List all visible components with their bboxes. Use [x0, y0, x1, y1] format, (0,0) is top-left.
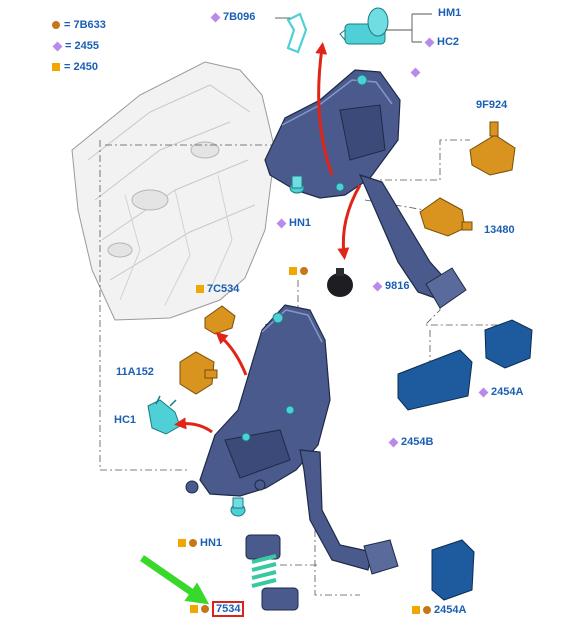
callout-label: 7C534: [207, 283, 240, 295]
purple-diamond-icon: [424, 37, 435, 48]
highlighted-part-number: 7534: [212, 601, 245, 617]
callout-13480[interactable]: 13480: [484, 224, 515, 237]
diamond-marker-upper-pedal: [410, 66, 423, 79]
yellow-square-icon: [52, 63, 60, 72]
orange-dot-icon: [201, 605, 209, 614]
legend-eq: =: [64, 61, 71, 73]
pedal-switch-upper: [469, 121, 516, 176]
callout-label: HM1: [438, 7, 462, 19]
callout-label: 2454A: [491, 386, 524, 398]
callout-label: 2454A: [434, 604, 467, 616]
yellow-square-icon: [190, 605, 198, 614]
red-arrows: [174, 42, 362, 434]
callout-2454a-mid[interactable]: 2454A: [478, 386, 523, 399]
callout-11a152[interactable]: 11A152: [116, 366, 154, 379]
callout-9816[interactable]: 9816: [372, 280, 409, 293]
yellow-square-icon: [412, 606, 420, 615]
purple-diamond-icon: [478, 387, 489, 398]
callout-label: 13480: [484, 224, 515, 236]
purple-diamond-icon: [388, 437, 399, 448]
yellow-square-icon: [178, 539, 186, 548]
green-arrow: [140, 555, 210, 605]
pedal-stop-bumper: [327, 268, 353, 297]
callout-hc1[interactable]: HC1: [114, 414, 136, 427]
callout-9f924[interactable]: 9F924: [476, 99, 507, 112]
callout-hn1-lower[interactable]: HN1: [178, 537, 222, 550]
callout-label: 7B096: [223, 11, 256, 23]
callout-7b096[interactable]: 7B096: [210, 11, 255, 24]
legend-eq: =: [64, 19, 71, 31]
callout-label: 9F924: [476, 99, 508, 111]
legend-code: 7B633: [73, 19, 106, 31]
callout-markers-upper: [289, 265, 311, 278]
purple-diamond-icon: [276, 218, 287, 229]
legend-code: 2450: [73, 61, 98, 73]
callout-label: 9816: [385, 280, 410, 292]
stop-lamp-switch: [419, 197, 473, 237]
orange-dot-icon: [52, 21, 60, 30]
callout-label: HC2: [437, 36, 460, 48]
callout-label: HN1: [289, 217, 312, 229]
callout-hm1[interactable]: HM1: [438, 7, 461, 20]
legend-row-square: = 2450: [52, 60, 98, 74]
callout-2454b[interactable]: 2454B: [388, 436, 433, 449]
callout-brackets: [275, 13, 432, 43]
callout-7534[interactable]: 7534: [190, 601, 245, 617]
orange-dot-icon: [300, 267, 308, 276]
callout-hn1-upper[interactable]: HN1: [276, 217, 311, 230]
lower-pedal-assembly: [185, 304, 399, 575]
pedal-pads: [397, 319, 533, 601]
purple-diamond-icon: [52, 41, 63, 52]
retaining-clip: [286, 12, 308, 54]
legend-eq: =: [65, 40, 72, 52]
yellow-square-icon: [196, 285, 204, 294]
callout-label: HN1: [200, 537, 223, 549]
bulkhead-panel: [71, 61, 276, 321]
callout-2454a-bottom[interactable]: 2454A: [412, 604, 466, 617]
callout-label: HC1: [114, 414, 137, 426]
upper-pedal-assembly: [264, 69, 467, 309]
clutch-switch: [204, 305, 236, 335]
legend-code: 2455: [74, 40, 99, 52]
orange-dot-icon: [423, 606, 431, 615]
callout-label: 2454B: [401, 436, 434, 448]
legend-row-diamond: = 2455: [52, 39, 99, 53]
legend-row-dot: = 7B633: [52, 18, 106, 32]
callout-label: 11A152: [116, 366, 154, 378]
position-sensor: [179, 351, 218, 395]
hc1-clip: [147, 395, 181, 435]
purple-diamond-icon: [210, 12, 221, 23]
pivot-pin: [339, 7, 389, 45]
orange-dot-icon: [189, 539, 197, 548]
yellow-square-icon: [289, 267, 297, 276]
clutch-master-cylinder: [245, 534, 299, 611]
purple-diamond-icon: [372, 281, 383, 292]
callout-hc2[interactable]: HC2: [424, 36, 459, 49]
purple-diamond-icon: [410, 67, 421, 78]
callout-7c534[interactable]: 7C534: [196, 283, 239, 296]
